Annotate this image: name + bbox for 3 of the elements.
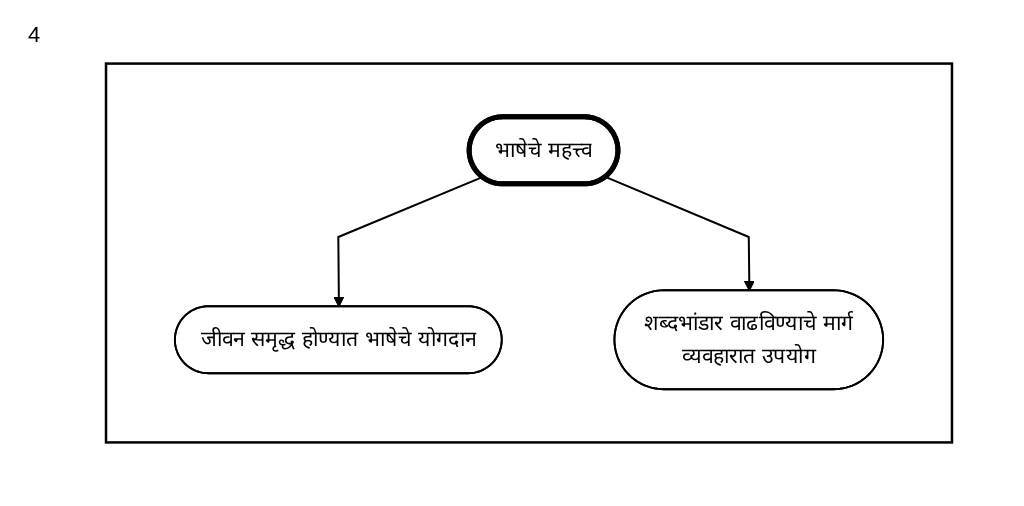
arrow (605, 176, 755, 292)
cluster (104, 62, 954, 444)
question-number: 4 (28, 22, 41, 49)
